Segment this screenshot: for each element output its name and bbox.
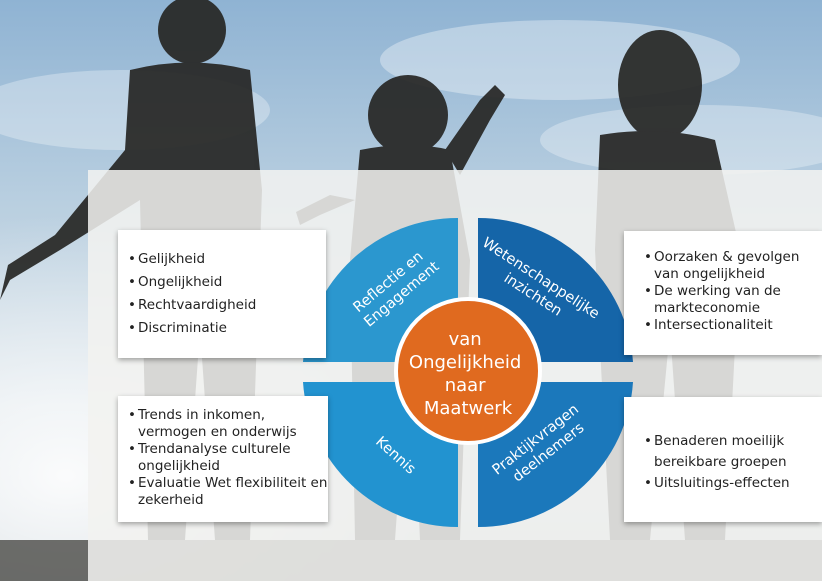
list-item: Evaluatie Wet flexibiliteit en zekerheid (128, 475, 328, 509)
list-item: Trends in inkomen, vermogen en onderwijs (128, 407, 328, 441)
center-line-ongelijkheid: Ongelijkheid (409, 352, 521, 373)
center-line-maatwerk: Maatwerk (424, 398, 513, 419)
center-circle (394, 297, 542, 445)
list-item: Uitsluitings-effecten (644, 473, 822, 494)
list-item: Rechtvaardigheid (128, 294, 326, 317)
list-item: Gelijkheid (128, 248, 326, 271)
center-line-van: van (449, 329, 482, 350)
bullet-box-reflectie: Gelijkheid Ongelijkheid Rechtvaardigheid… (118, 230, 326, 358)
list-item: Benaderen moeilijk bereikbare groepen (644, 431, 822, 473)
center-line-naar: naar (445, 375, 486, 396)
list-item: Oorzaken & gevolgen van ongelijkheid (644, 249, 822, 283)
bullet-box-praktijk: Benaderen moeilijk bereikbare groepen Ui… (624, 397, 822, 522)
list-item: Intersectionaliteit (644, 317, 822, 334)
list-item: Ongelijkheid (128, 271, 326, 294)
list-item: Discriminatie (128, 317, 326, 340)
bullet-box-kennis: Trends in inkomen, vermogen en onderwijs… (118, 396, 328, 522)
list-item: Trendanalyse culturele ongelijkheid (128, 441, 328, 475)
list-item: De werking van de markteconomie (644, 283, 822, 317)
svg-text:van Ongelijkheid naar: van Ongelijkheid naar Maatwerk (409, 329, 527, 419)
bullet-box-wetenschappelijk: Oorzaken & gevolgen van ongelijkheid De … (624, 231, 822, 355)
